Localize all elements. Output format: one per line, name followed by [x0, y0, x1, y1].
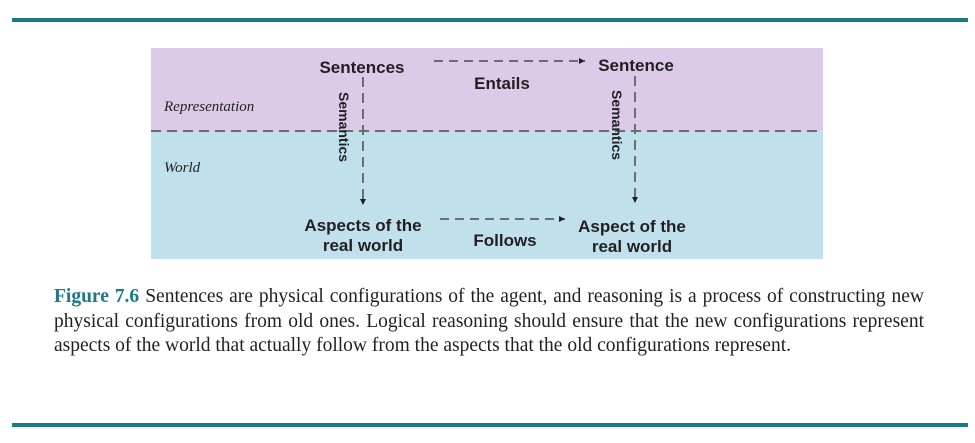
semantics-label-left: Semantics [336, 92, 352, 162]
aspect-node-line1: Aspect of the [578, 217, 686, 236]
representation-world-diagram: Representation World Sentences Sentence … [151, 48, 823, 259]
aspects-node-line2: real world [323, 236, 403, 255]
world-label: World [164, 160, 201, 176]
semantics-label-right: Semantics [609, 90, 625, 160]
representation-label: Representation [163, 99, 254, 115]
aspect-node-line2: real world [592, 237, 672, 256]
aspects-node-line1: Aspects of the [304, 216, 421, 235]
sentences-node: Sentences [319, 58, 404, 77]
caption-text: Sentences are physical configurations of… [54, 286, 924, 356]
entails-label: Entails [474, 74, 530, 93]
sentence-node: Sentence [598, 56, 674, 75]
follows-label: Follows [473, 231, 536, 250]
top-rule [12, 18, 968, 22]
world-region [151, 131, 823, 259]
caption-label: Figure 7.6 [54, 286, 140, 307]
bottom-rule [12, 423, 968, 427]
